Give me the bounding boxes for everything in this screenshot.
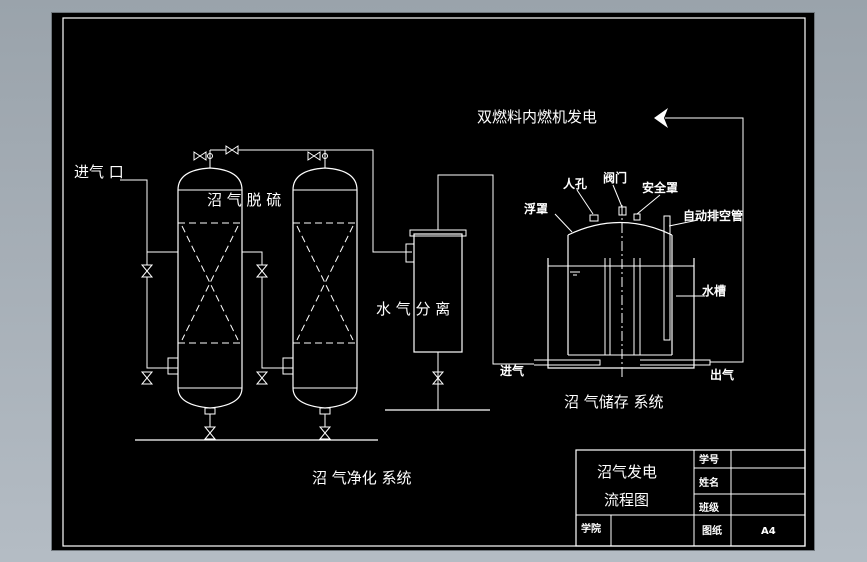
generator-label: 双燃料内燃机发电 bbox=[477, 108, 597, 126]
title-line-2: 流程图 bbox=[604, 491, 649, 509]
paper-size-value: A4 bbox=[761, 526, 776, 537]
inlet-label: 进气 口 bbox=[74, 163, 124, 181]
valve-icon bbox=[140, 145, 445, 440]
desulfurization-tank-2 bbox=[282, 150, 358, 440]
gas-out-label: 出气 bbox=[710, 367, 734, 382]
desulfurization-label: 沼 气 脱 硫 bbox=[207, 191, 281, 209]
gas-holder bbox=[534, 108, 744, 378]
title-line-1: 沼气发电 bbox=[597, 463, 657, 481]
drawing-border bbox=[62, 17, 806, 547]
water-tank-label: 水槽 bbox=[702, 283, 726, 298]
float-cover-label: 浮罩 bbox=[524, 201, 548, 216]
drawing-sheet bbox=[52, 13, 814, 550]
class-label: 班级 bbox=[699, 501, 720, 514]
connecting-pipes bbox=[135, 149, 490, 441]
auto-vent-pipe-label: 自动排空管 bbox=[683, 208, 743, 223]
water-separation-label: 水 气 分 离 bbox=[376, 300, 450, 318]
valve-label: 阀门 bbox=[603, 170, 627, 185]
purification-system-label: 沼 气净化 系统 bbox=[312, 469, 412, 487]
student-id-label: 学号 bbox=[699, 453, 719, 466]
storage-system-label: 沼 气储存 系统 bbox=[564, 393, 664, 411]
water-separator bbox=[405, 174, 534, 410]
manhole-label: 人孔 bbox=[563, 176, 587, 191]
safety-cover-label: 安全罩 bbox=[642, 180, 678, 195]
title-block bbox=[575, 449, 806, 547]
college-label: 学院 bbox=[581, 522, 601, 535]
paper-label: 图纸 bbox=[702, 524, 722, 537]
desulfurization-tank-1 bbox=[167, 150, 243, 440]
name-label: 姓名 bbox=[698, 476, 719, 489]
gas-in-label: 进气 bbox=[500, 363, 524, 378]
arrow-left-icon bbox=[654, 108, 668, 128]
